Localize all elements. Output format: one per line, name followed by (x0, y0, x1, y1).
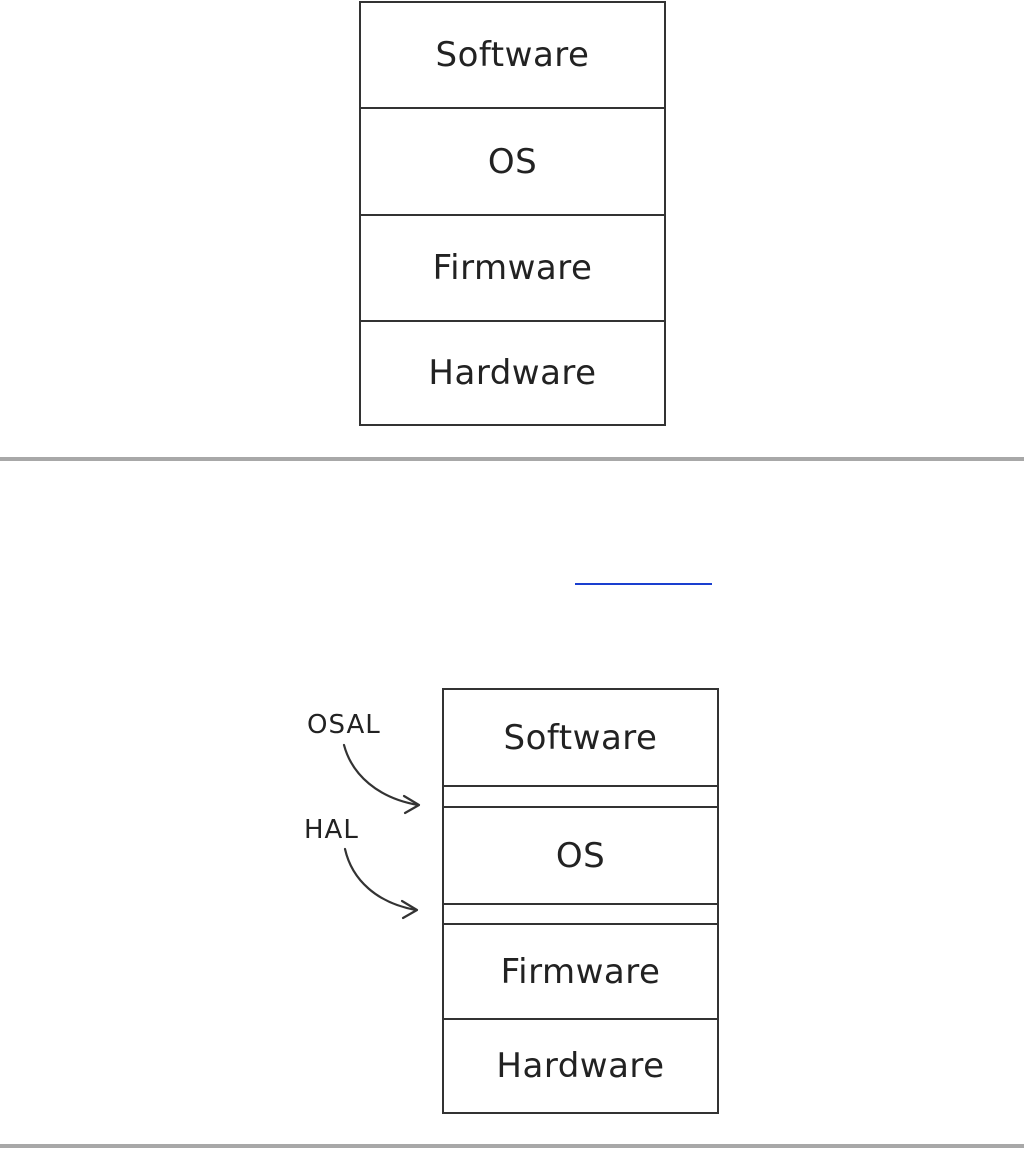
figure-1-layer-stack: Software OS Firmware Hardware (359, 1, 666, 426)
figure-1-layer-firmware: Firmware (361, 214, 664, 320)
section-divider-bottom (0, 1144, 1024, 1148)
section-divider-top (0, 457, 1024, 461)
osal-curved-arrow-icon (342, 743, 421, 815)
figure-2-layer-firmware: Firmware (444, 923, 717, 1018)
figure-1-layer-hardware: Hardware (361, 320, 664, 424)
hal-label: HAL (304, 815, 359, 845)
osal-abstraction-layer (444, 785, 717, 806)
figure-2-layer-stack: Software OS Firmware Hardware (442, 688, 719, 1114)
figure-2-layer-software: Software (503, 717, 658, 758)
osal-label: OSAL (307, 710, 381, 740)
figure-1-layer-software: Software (435, 35, 590, 75)
figure-2-layer-hardware: Hardware (444, 1018, 717, 1112)
hal-curved-arrow-icon (343, 847, 419, 920)
figure-1-layer-os: OS (361, 107, 664, 214)
hal-abstraction-layer (444, 903, 717, 923)
hyperlink-underline[interactable] (575, 583, 712, 585)
figure-2-layer-os: OS (444, 806, 717, 903)
